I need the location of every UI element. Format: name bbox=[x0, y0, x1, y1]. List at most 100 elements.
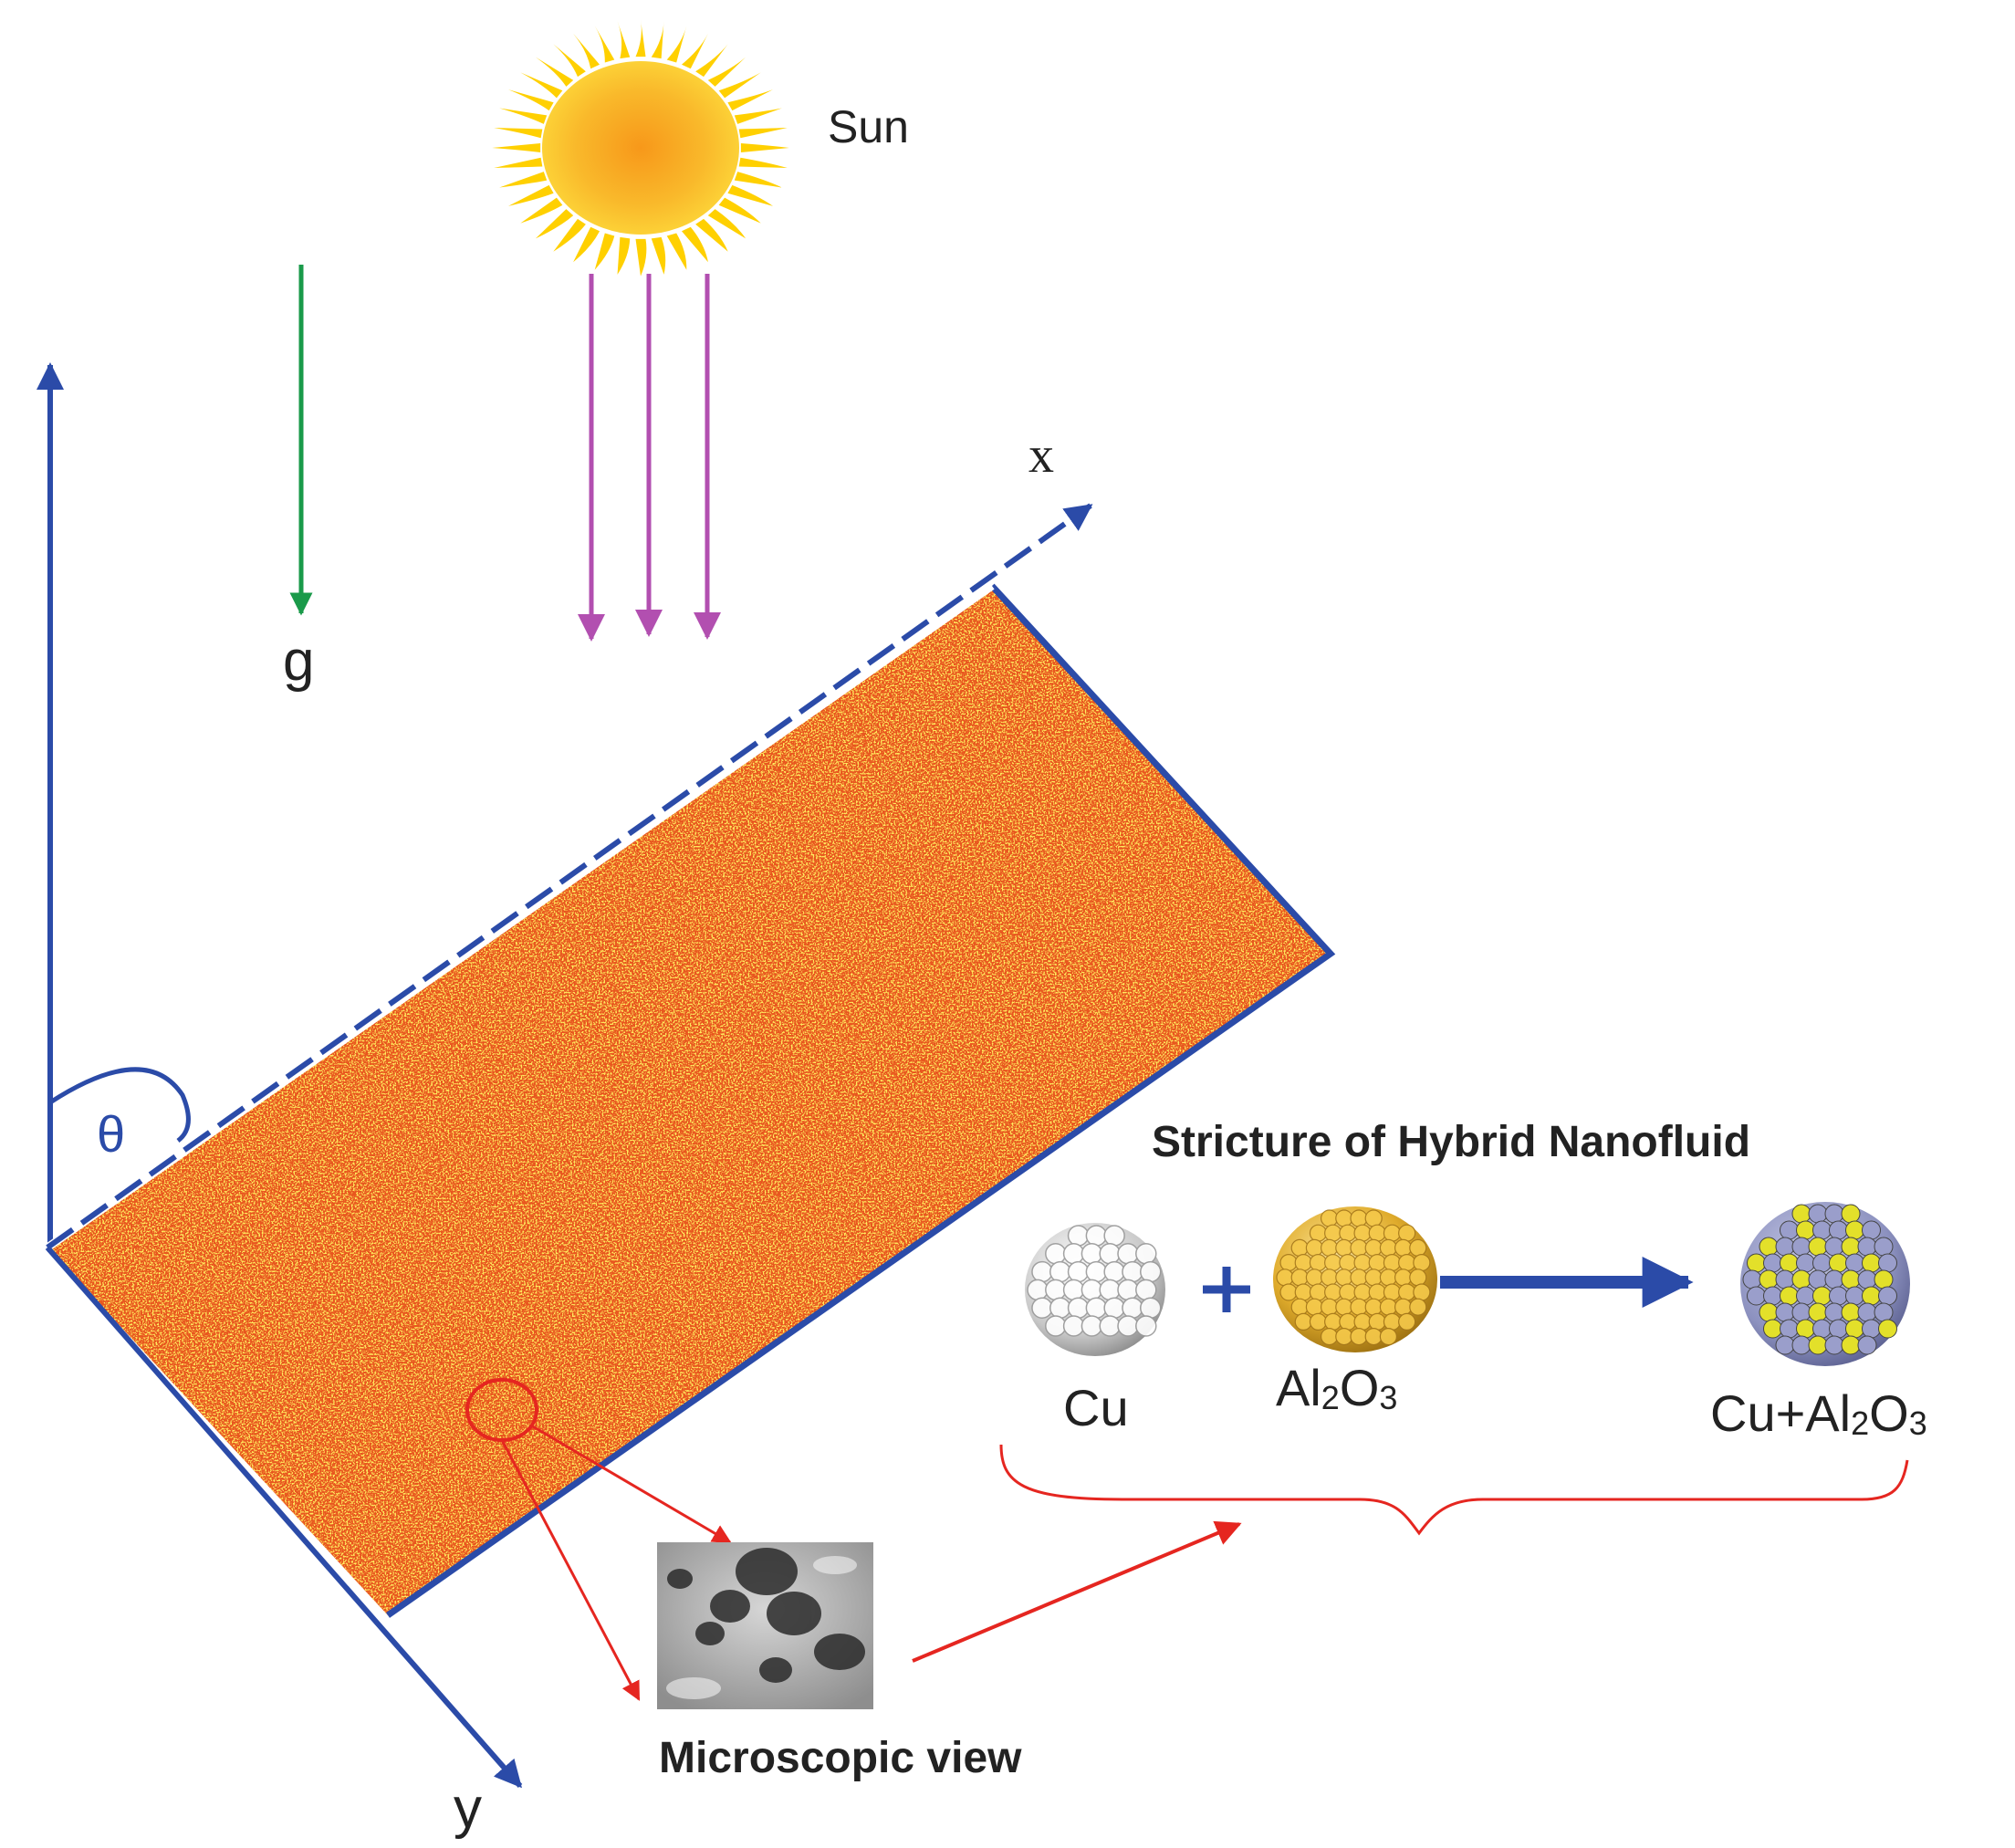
particle-bead bbox=[1067, 1225, 1090, 1247]
al2o3-label: Al2O3 bbox=[1276, 1359, 1397, 1416]
sun-ray bbox=[718, 72, 761, 99]
al2o3-label-sub2: 3 bbox=[1379, 1379, 1397, 1416]
particle-bead bbox=[1824, 1335, 1844, 1355]
sun-ray bbox=[499, 108, 548, 124]
particle-bead bbox=[1808, 1204, 1828, 1224]
sun-ray bbox=[573, 33, 600, 69]
particle-bead bbox=[1305, 1238, 1324, 1258]
particle-bead bbox=[1857, 1302, 1877, 1322]
particle-bead bbox=[1394, 1269, 1413, 1287]
x-axis-label: x bbox=[1028, 427, 1054, 484]
sun-ray bbox=[651, 236, 666, 275]
particle-bead bbox=[1320, 1209, 1339, 1227]
particle-bead bbox=[1085, 1297, 1108, 1319]
plate-speckle bbox=[47, 586, 1331, 1615]
microscopic-image bbox=[657, 1542, 873, 1709]
hybrid-label-sub1: 2 bbox=[1851, 1404, 1869, 1442]
particle-bead bbox=[1117, 1315, 1139, 1337]
sun-ray bbox=[635, 19, 646, 57]
particle-bead bbox=[1379, 1327, 1398, 1346]
structure-title: Stricture of Hybrid Nanofluid bbox=[1152, 1118, 1750, 1166]
sun-ray bbox=[707, 57, 746, 87]
particle-bead bbox=[1305, 1269, 1324, 1287]
particle-bead bbox=[1824, 1237, 1844, 1257]
particle-bead bbox=[1857, 1237, 1877, 1257]
particle-bead bbox=[1829, 1286, 1848, 1306]
particle-bead bbox=[1335, 1238, 1353, 1258]
particle-bead bbox=[1747, 1253, 1766, 1273]
particle-bead bbox=[1309, 1224, 1328, 1242]
particle-bead bbox=[1353, 1312, 1372, 1331]
sun-ray bbox=[535, 57, 574, 87]
sun-ray bbox=[494, 128, 543, 139]
sun-ray bbox=[734, 108, 782, 124]
particle-bead bbox=[1780, 1319, 1799, 1339]
sun-ray bbox=[666, 26, 687, 63]
sun-ray bbox=[594, 233, 615, 270]
inclined-plate bbox=[47, 583, 1336, 1618]
particle-bead bbox=[1049, 1260, 1071, 1283]
particle-bead bbox=[1049, 1297, 1071, 1319]
sun-ray bbox=[738, 128, 788, 139]
pointer-arrow-2 bbox=[500, 1439, 641, 1701]
particle-bead bbox=[1294, 1283, 1312, 1301]
sun-ray bbox=[507, 184, 554, 206]
sun-ray bbox=[718, 197, 761, 224]
particle-bead bbox=[1368, 1224, 1386, 1242]
y-axis bbox=[45, 1246, 523, 1789]
particle-bead bbox=[1294, 1312, 1312, 1331]
particle-bead bbox=[1135, 1315, 1157, 1337]
particle-bead bbox=[1841, 1335, 1861, 1355]
particle-bead bbox=[1067, 1297, 1090, 1319]
particle-bead bbox=[1339, 1253, 1357, 1272]
particle-bead bbox=[1350, 1327, 1368, 1346]
hybrid-label: Cu+Al2O3 bbox=[1710, 1384, 1927, 1442]
sun-ray bbox=[740, 143, 789, 152]
particle-bead bbox=[1324, 1224, 1342, 1242]
particle-bead bbox=[1305, 1298, 1324, 1316]
particle-bead bbox=[1775, 1335, 1795, 1355]
particle-bead bbox=[1335, 1298, 1353, 1316]
particle-bead bbox=[1383, 1253, 1402, 1272]
hybrid-label-base: Cu+Al bbox=[1710, 1384, 1851, 1442]
particle-bead bbox=[1857, 1269, 1877, 1289]
particle-bead bbox=[1862, 1220, 1881, 1240]
sun-ray bbox=[492, 143, 541, 152]
cu-particle-icon bbox=[1025, 1223, 1165, 1356]
x-axis bbox=[46, 503, 1093, 1250]
particle-bead bbox=[1398, 1283, 1416, 1301]
particle-bead bbox=[1335, 1269, 1353, 1287]
sun-ray bbox=[635, 238, 647, 277]
particle-bead bbox=[1324, 1253, 1342, 1272]
particle-bead bbox=[1062, 1243, 1085, 1265]
sun-ray bbox=[535, 209, 574, 239]
particle-bead bbox=[1775, 1237, 1795, 1257]
particle-bead bbox=[1324, 1283, 1342, 1301]
particle-bead bbox=[1796, 1220, 1815, 1240]
particle-bead bbox=[1829, 1253, 1848, 1273]
particle-bead bbox=[1140, 1297, 1162, 1319]
particle-bead bbox=[1878, 1286, 1897, 1306]
particle-bead bbox=[1279, 1283, 1298, 1301]
sun-ray bbox=[507, 89, 554, 111]
particle-bead bbox=[1791, 1204, 1811, 1224]
particle-bead bbox=[1808, 1335, 1828, 1355]
sun-ray bbox=[520, 72, 563, 99]
particle-bead bbox=[1812, 1319, 1832, 1339]
particle-bead bbox=[1780, 1253, 1799, 1273]
pointer-arrow-3 bbox=[912, 1520, 1242, 1663]
particle-bead bbox=[1350, 1298, 1368, 1316]
particle-bead bbox=[1103, 1225, 1125, 1247]
particle-bead bbox=[1379, 1298, 1398, 1316]
particle-bead bbox=[1791, 1237, 1811, 1257]
particle-bead bbox=[1290, 1238, 1309, 1258]
particle-bead bbox=[1045, 1279, 1067, 1301]
particle-bead bbox=[1383, 1224, 1402, 1242]
particle-bead bbox=[1335, 1327, 1353, 1346]
particle-bead bbox=[1379, 1238, 1398, 1258]
particle-bead bbox=[1309, 1312, 1328, 1331]
particle-bead bbox=[1874, 1269, 1894, 1289]
particle-bead bbox=[1320, 1327, 1339, 1346]
particle-bead bbox=[1339, 1283, 1357, 1301]
particle-bead bbox=[1122, 1297, 1143, 1319]
